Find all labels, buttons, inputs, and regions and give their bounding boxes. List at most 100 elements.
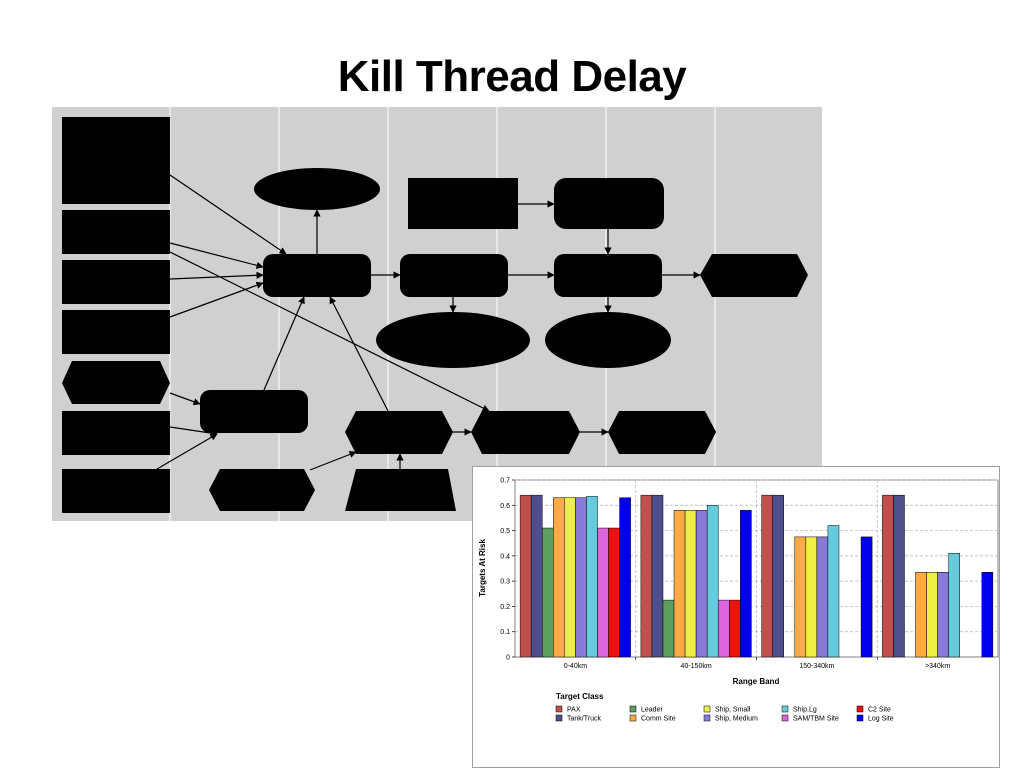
process-ellipse-2 xyxy=(376,312,530,368)
process-node-3 xyxy=(554,254,662,297)
process-hexagon-output xyxy=(700,254,808,297)
bar xyxy=(948,553,960,658)
bar xyxy=(882,494,894,658)
legend-label: Ship,Lg xyxy=(793,707,817,714)
legend-label: SAM/TBM Site xyxy=(793,716,839,723)
y-tick-label: 0.6 xyxy=(500,503,510,510)
bar xyxy=(695,510,708,658)
bar xyxy=(772,494,784,658)
process-hexagon-middle xyxy=(345,411,453,454)
input-block-3 xyxy=(62,260,170,304)
legend-label: PAX xyxy=(567,707,581,714)
bar xyxy=(816,536,829,658)
y-tick-label: 0 xyxy=(506,655,510,662)
legend-label: C2 Site xyxy=(868,707,891,714)
legend-swatch xyxy=(703,705,711,713)
bar xyxy=(740,510,752,658)
y-tick-label: 0.3 xyxy=(500,579,510,586)
input-block-6 xyxy=(62,469,170,513)
input-block-2 xyxy=(62,210,170,254)
input-blocks xyxy=(62,117,170,513)
bar xyxy=(651,494,664,658)
input-block-5 xyxy=(62,411,170,455)
legend-swatch xyxy=(781,705,789,713)
bar xyxy=(684,510,697,658)
legend-title: Target Class xyxy=(556,692,604,701)
flow-arrows xyxy=(156,174,701,471)
y-axis-label: Targets At Risk xyxy=(478,539,487,597)
legend-label: Ship, Small xyxy=(715,707,751,714)
process-hexagon-3 xyxy=(471,411,580,454)
process-node-top-right xyxy=(554,178,664,229)
input-hexagon xyxy=(62,361,170,404)
input-block-1 xyxy=(62,117,170,204)
y-tick-label: 0.7 xyxy=(500,478,510,485)
bar xyxy=(608,527,620,658)
bar xyxy=(597,527,609,658)
bar xyxy=(926,572,938,658)
legend-label: Leader xyxy=(641,707,663,714)
x-axis-label: Range Band xyxy=(733,677,780,686)
chart-bars xyxy=(519,494,994,658)
process-ellipse-1 xyxy=(254,168,380,210)
legend-swatch xyxy=(555,714,563,722)
bar xyxy=(860,536,873,658)
y-tick-labels: 0 0.1 0.2 0.3 0.4 0.5 0.6 0.7 xyxy=(500,478,515,662)
x-tick-label: >340km xyxy=(925,663,950,670)
legend-swatch xyxy=(781,714,789,722)
legend-label: Comm Site xyxy=(641,716,676,723)
process-hexagon-4 xyxy=(608,411,716,454)
process-ellipse-3 xyxy=(545,312,671,368)
bar xyxy=(640,494,653,658)
process-node-left xyxy=(200,390,308,433)
bar xyxy=(541,527,554,658)
bar xyxy=(706,505,719,658)
legend-swatch xyxy=(856,714,864,722)
kill-thread-flow-diagram xyxy=(52,107,822,521)
legend-swatch xyxy=(856,705,864,713)
bar xyxy=(619,497,631,658)
bar xyxy=(937,572,949,658)
bar xyxy=(761,494,773,658)
bar xyxy=(717,599,730,658)
legend-swatch xyxy=(629,714,637,722)
x-tick-label: 0-40km xyxy=(564,663,588,670)
legend-label: Log Site xyxy=(868,716,894,723)
legend-swatch xyxy=(703,714,711,722)
process-block-top xyxy=(408,178,518,229)
bar xyxy=(586,496,598,658)
y-tick-label: 0.2 xyxy=(500,604,510,611)
legend-swatch xyxy=(629,705,637,713)
bar xyxy=(915,572,927,658)
bar xyxy=(662,599,675,658)
input-block-4 xyxy=(62,310,170,354)
legend-label: Tank/Truck xyxy=(567,716,601,723)
x-tick-labels: 0-40km 40-150km 150-340km >340km xyxy=(564,657,950,670)
x-tick-label: 150-340km xyxy=(799,663,834,670)
bar xyxy=(564,497,576,658)
process-nodes xyxy=(200,168,808,511)
y-tick-label: 0.1 xyxy=(500,629,510,636)
process-node-hub xyxy=(263,254,371,297)
y-tick-label: 0.4 xyxy=(500,553,510,560)
legend-swatch xyxy=(555,705,563,713)
y-tick-label: 0.5 xyxy=(500,528,510,535)
bar xyxy=(729,599,741,658)
process-trapezoid xyxy=(345,469,456,511)
process-hexagon-bottom-left xyxy=(209,469,315,511)
x-tick-label: 40-150km xyxy=(681,663,712,670)
slide-title: Kill Thread Delay xyxy=(337,52,687,101)
bar xyxy=(893,494,905,658)
bar xyxy=(794,536,807,658)
legend-label: Ship, Medium xyxy=(715,716,758,723)
bar xyxy=(553,497,565,658)
bar xyxy=(530,494,543,658)
bar xyxy=(827,525,840,658)
bar xyxy=(805,536,818,658)
bar xyxy=(575,497,587,658)
targets-at-risk-bar-chart: 0 0.1 0.2 0.3 0.4 0.5 0.6 0.7 0-40km 40-150km 150… xyxy=(478,478,999,723)
process-node-2 xyxy=(400,254,508,297)
bar-chart-panel: 0 0.1 0.2 0.3 0.4 0.5 0.6 0.7 0-40km 40-150km 150… xyxy=(472,466,1000,768)
bar xyxy=(519,494,532,658)
